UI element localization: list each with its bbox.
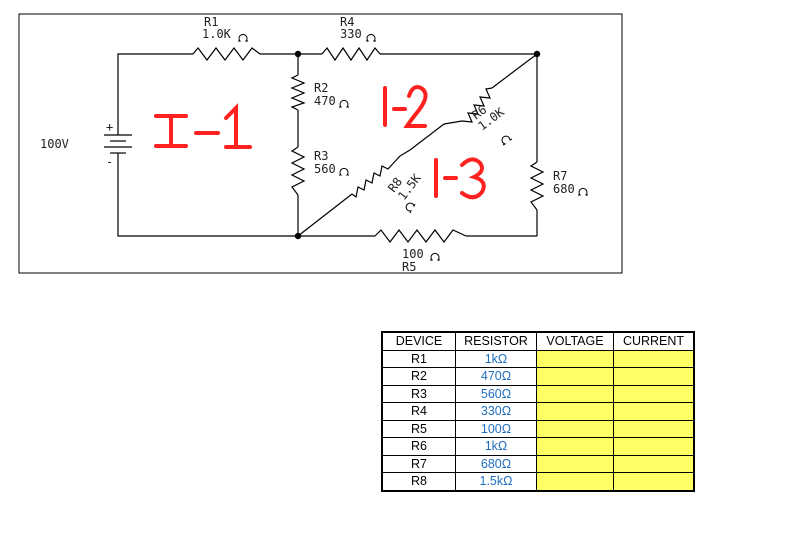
resistor-table: DEVICE RESISTOR VOLTAGE CURRENT R1 1kΩ R… (381, 331, 695, 492)
table-row: R1 1kΩ (381, 349, 695, 368)
table-row: R5 100Ω (381, 419, 695, 438)
ohm-icon (430, 252, 440, 261)
r3-value: 560 (314, 162, 336, 176)
voltage-cell[interactable] (536, 437, 614, 456)
r8-name: R8 (385, 175, 405, 195)
resistor-r7 (529, 161, 545, 211)
circuit-diagram: + - 100V R1 1.0K R4 330 R2 470 R3 560 R7… (18, 13, 623, 274)
junction-node (294, 50, 302, 58)
current-cell[interactable] (613, 454, 695, 473)
ohm-symbols (238, 33, 588, 261)
table-row: R7 680Ω (381, 454, 695, 473)
resistor-cell: 330Ω (455, 402, 537, 421)
device-cell: R3 (381, 384, 456, 403)
voltage-cell[interactable] (536, 454, 614, 473)
voltage-cell[interactable] (536, 367, 614, 386)
header-device: DEVICE (381, 331, 456, 351)
device-cell: R8 (381, 472, 456, 491)
wires (117, 53, 538, 237)
resistor-r4 (321, 46, 381, 62)
device-cell: R5 (381, 419, 456, 438)
resistor-r5 (374, 229, 467, 243)
r7-name: R7 (553, 169, 567, 183)
battery-plus-sign: + (106, 120, 113, 134)
resistor-cell: 470Ω (455, 367, 537, 386)
source-voltage-label: 100V (40, 137, 69, 151)
junction-node (294, 232, 302, 240)
resistor-cell: 680Ω (455, 454, 537, 473)
resistor-r3 (290, 146, 306, 196)
ohm-icon (578, 187, 588, 196)
resistor-r2 (290, 74, 306, 111)
battery-symbol (104, 132, 132, 160)
ohm-icon (366, 33, 376, 42)
loop-i2-annotation (383, 85, 428, 128)
voltage-cell[interactable] (536, 402, 614, 421)
header-voltage: VOLTAGE (536, 331, 614, 351)
battery-minus-sign: - (106, 155, 113, 169)
table-row: R2 470Ω (381, 367, 695, 386)
ohm-icon (501, 135, 513, 146)
device-cell: R6 (381, 437, 456, 456)
r1-value: 1.0K (202, 27, 232, 41)
resistor-cell: 100Ω (455, 419, 537, 438)
device-cell: R1 (381, 349, 456, 368)
r4-name: R4 (340, 15, 354, 29)
current-cell[interactable] (613, 419, 695, 438)
voltage-cell[interactable] (536, 349, 614, 368)
current-cell[interactable] (613, 402, 695, 421)
r2-value: 470 (314, 94, 336, 108)
device-cell: R4 (381, 402, 456, 421)
ohm-icon (405, 202, 416, 214)
r7-value: 680 (553, 182, 575, 196)
current-cell[interactable] (613, 472, 695, 491)
schematic-frame (18, 13, 623, 274)
device-cell: R2 (381, 367, 456, 386)
table-row: R8 1.5kΩ (381, 472, 695, 491)
ohm-icon (238, 33, 248, 42)
r3-name: R3 (314, 149, 328, 163)
ohm-icon (339, 99, 349, 108)
voltage-cell[interactable] (536, 384, 614, 403)
table-header-row: DEVICE RESISTOR VOLTAGE CURRENT (381, 331, 695, 351)
voltage-cell[interactable] (536, 419, 614, 438)
resistor-cell: 1.5kΩ (455, 472, 537, 491)
loop-i1-annotation (154, 103, 252, 149)
r1-name: R1 (204, 15, 218, 29)
voltage-cell[interactable] (536, 472, 614, 491)
current-cell[interactable] (613, 367, 695, 386)
r5-value: 100 (402, 247, 424, 261)
device-cell: R7 (381, 454, 456, 473)
r2-name: R2 (314, 81, 328, 95)
r4-value: 330 (340, 27, 362, 41)
header-resistor: RESISTOR (455, 331, 537, 351)
ohm-icon (339, 167, 349, 176)
resistor-r8 (351, 155, 401, 199)
loop-i3-annotation (434, 157, 486, 200)
resistor-cell: 1kΩ (455, 437, 537, 456)
table-row: R3 560Ω (381, 384, 695, 403)
resistor-cell: 560Ω (455, 384, 537, 403)
current-cell[interactable] (613, 437, 695, 456)
r6-name: R6 (469, 103, 489, 123)
r5-name: R5 (402, 260, 416, 274)
resistor-r1 (192, 47, 261, 61)
table-row: R6 1kΩ (381, 437, 695, 456)
table-row: R4 330Ω (381, 402, 695, 421)
resistor-r6 (443, 87, 493, 125)
junction-node (533, 50, 541, 58)
header-current: CURRENT (613, 331, 695, 351)
current-cell[interactable] (613, 384, 695, 403)
resistor-cell: 1kΩ (455, 349, 537, 368)
current-cell[interactable] (613, 349, 695, 368)
